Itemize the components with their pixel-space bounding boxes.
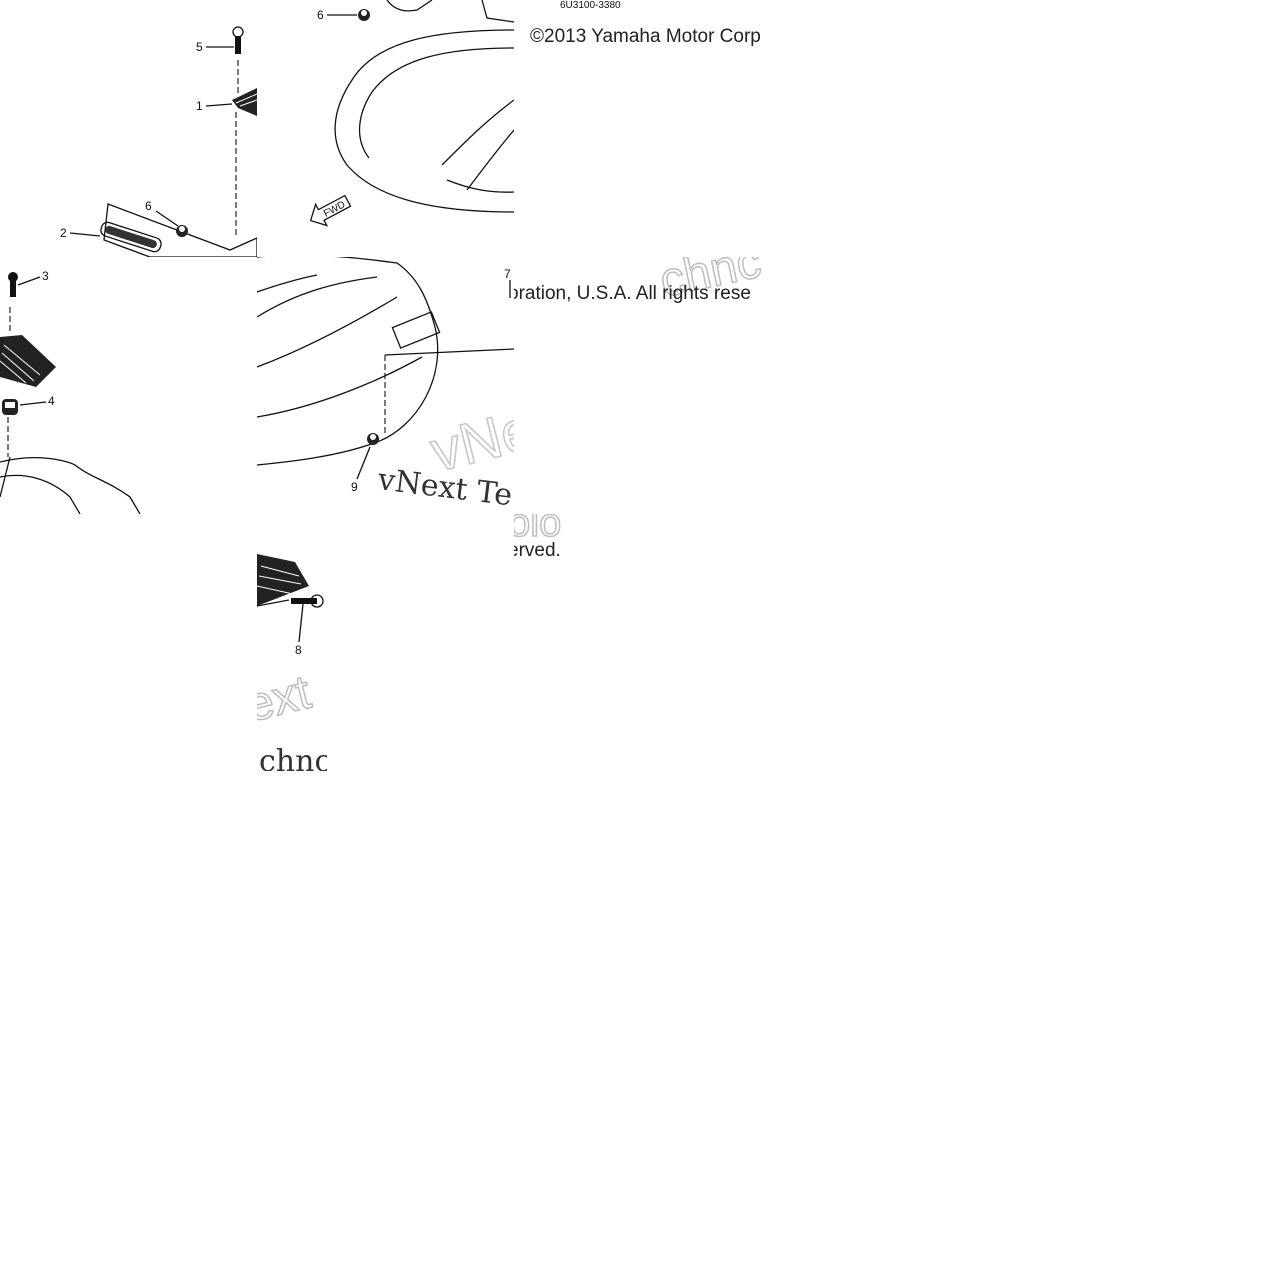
seat-top-edge xyxy=(257,274,318,293)
hood-contour-1 xyxy=(441,99,514,166)
callout-6b: 6 xyxy=(317,8,324,22)
leader-line-1 xyxy=(205,103,233,107)
watermark-fragment-ext: ext xyxy=(257,666,316,733)
hood-contour-2 xyxy=(466,129,514,191)
callout-7: 7 xyxy=(504,267,511,281)
diagram-tile-lower-left-strip-svg: 8 ext chnc xyxy=(257,554,327,771)
bushing-part-4 xyxy=(2,399,18,415)
diagram-tile-lower-right-strip: olo erved. xyxy=(514,514,584,574)
lower-cover-inner xyxy=(0,474,81,514)
part-number-code: 6U3100-3380 xyxy=(560,0,621,11)
watermark-fragment-chnc-lower: chnc xyxy=(259,744,327,771)
leader-line-7 xyxy=(384,348,514,356)
diagram-tile-center-svg: 9 vNe vNext Te xyxy=(257,257,514,513)
diagram-tile-middle-right: chnc oration, U.S.A. All rights rese xyxy=(514,257,771,514)
diagram-tile-top-left: 5 1 6 2 xyxy=(0,0,257,257)
seat-cover-outline xyxy=(257,257,439,466)
callout-3: 3 xyxy=(42,269,49,283)
callout-8: 8 xyxy=(295,643,302,657)
diagram-tile-middle-left-svg: 3 4 xyxy=(0,269,141,514)
lower-cover-outline xyxy=(0,457,141,514)
diagram-tile-middle-right-svg: chnc oration, U.S.A. All rights rese xyxy=(514,257,766,309)
diagram-tile-top-left-svg: 5 1 6 2 xyxy=(60,26,257,257)
leader-line-8 xyxy=(298,603,304,643)
callout-1: 1 xyxy=(196,99,203,113)
vent-opening xyxy=(391,311,441,349)
leader-line-4 xyxy=(19,401,47,406)
handle-part-2 xyxy=(100,221,162,253)
bolt-part-8 xyxy=(291,594,324,608)
hood-contour-3 xyxy=(446,179,514,193)
grommet-part-6 xyxy=(176,225,188,237)
callout-6a: 6 xyxy=(145,199,152,213)
seat-contour-1 xyxy=(257,276,378,318)
diagram-tile-lower-right-strip-svg: olo erved. xyxy=(514,514,562,561)
diagram-tile-lower-left-strip: 8 ext chnc xyxy=(257,514,327,771)
leader-line-3 xyxy=(17,276,41,286)
diagram-tile-top-right: 6U3100-3380 ©2013 Yamaha Motor Corp xyxy=(514,0,771,257)
fastener-part-9 xyxy=(367,433,379,445)
fwd-arrow-icon: FWD xyxy=(309,194,352,227)
lower-cover-edge xyxy=(0,456,11,498)
leader-line-7b xyxy=(257,599,290,607)
diagram-tile-top-middle: 6 FWD xyxy=(257,0,514,257)
copyright-line-3: erved. xyxy=(514,540,561,561)
diagram-tile-top-right-svg: 6U3100-3380 ©2013 Yamaha Motor Corp xyxy=(530,0,761,47)
seat-contour-2 xyxy=(257,296,398,368)
hood-cover-inner-line xyxy=(358,47,514,159)
callout-9: 9 xyxy=(351,480,358,494)
diagram-tile-center: 9 vNe vNext Te xyxy=(257,257,514,514)
hood-cover-outline xyxy=(334,29,514,213)
grille-part-7 xyxy=(257,554,309,606)
copyright-line-1: ©2013 Yamaha Motor Corp xyxy=(530,26,761,47)
vent-outline-right xyxy=(481,0,514,23)
cover-panel-outline xyxy=(103,203,257,257)
callout-7-group: 7 xyxy=(504,267,511,298)
leader-line-9 xyxy=(356,446,371,480)
diagram-tile-middle-left: 3 4 xyxy=(0,257,257,514)
callout-4: 4 xyxy=(48,394,55,408)
leader-line-2 xyxy=(69,232,101,237)
diagram-tile-top-middle-svg: 6 FWD xyxy=(309,0,514,227)
callout-5: 5 xyxy=(196,40,203,54)
grommet-part-6b xyxy=(358,9,370,21)
grille-part-left xyxy=(0,335,56,387)
copyright-line-2: oration, U.S.A. All rights rese xyxy=(514,283,751,304)
leader-line-6a xyxy=(155,210,179,227)
vent-outline-top xyxy=(386,0,433,12)
grille-part-1 xyxy=(232,88,257,116)
callout-2: 2 xyxy=(60,226,67,240)
fwd-label: FWD xyxy=(322,199,347,219)
seat-contour-3 xyxy=(257,356,423,418)
bolt-part-3 xyxy=(8,272,18,297)
watermark-fragment-olo: olo xyxy=(514,514,561,545)
bolt-part-5 xyxy=(232,26,244,95)
